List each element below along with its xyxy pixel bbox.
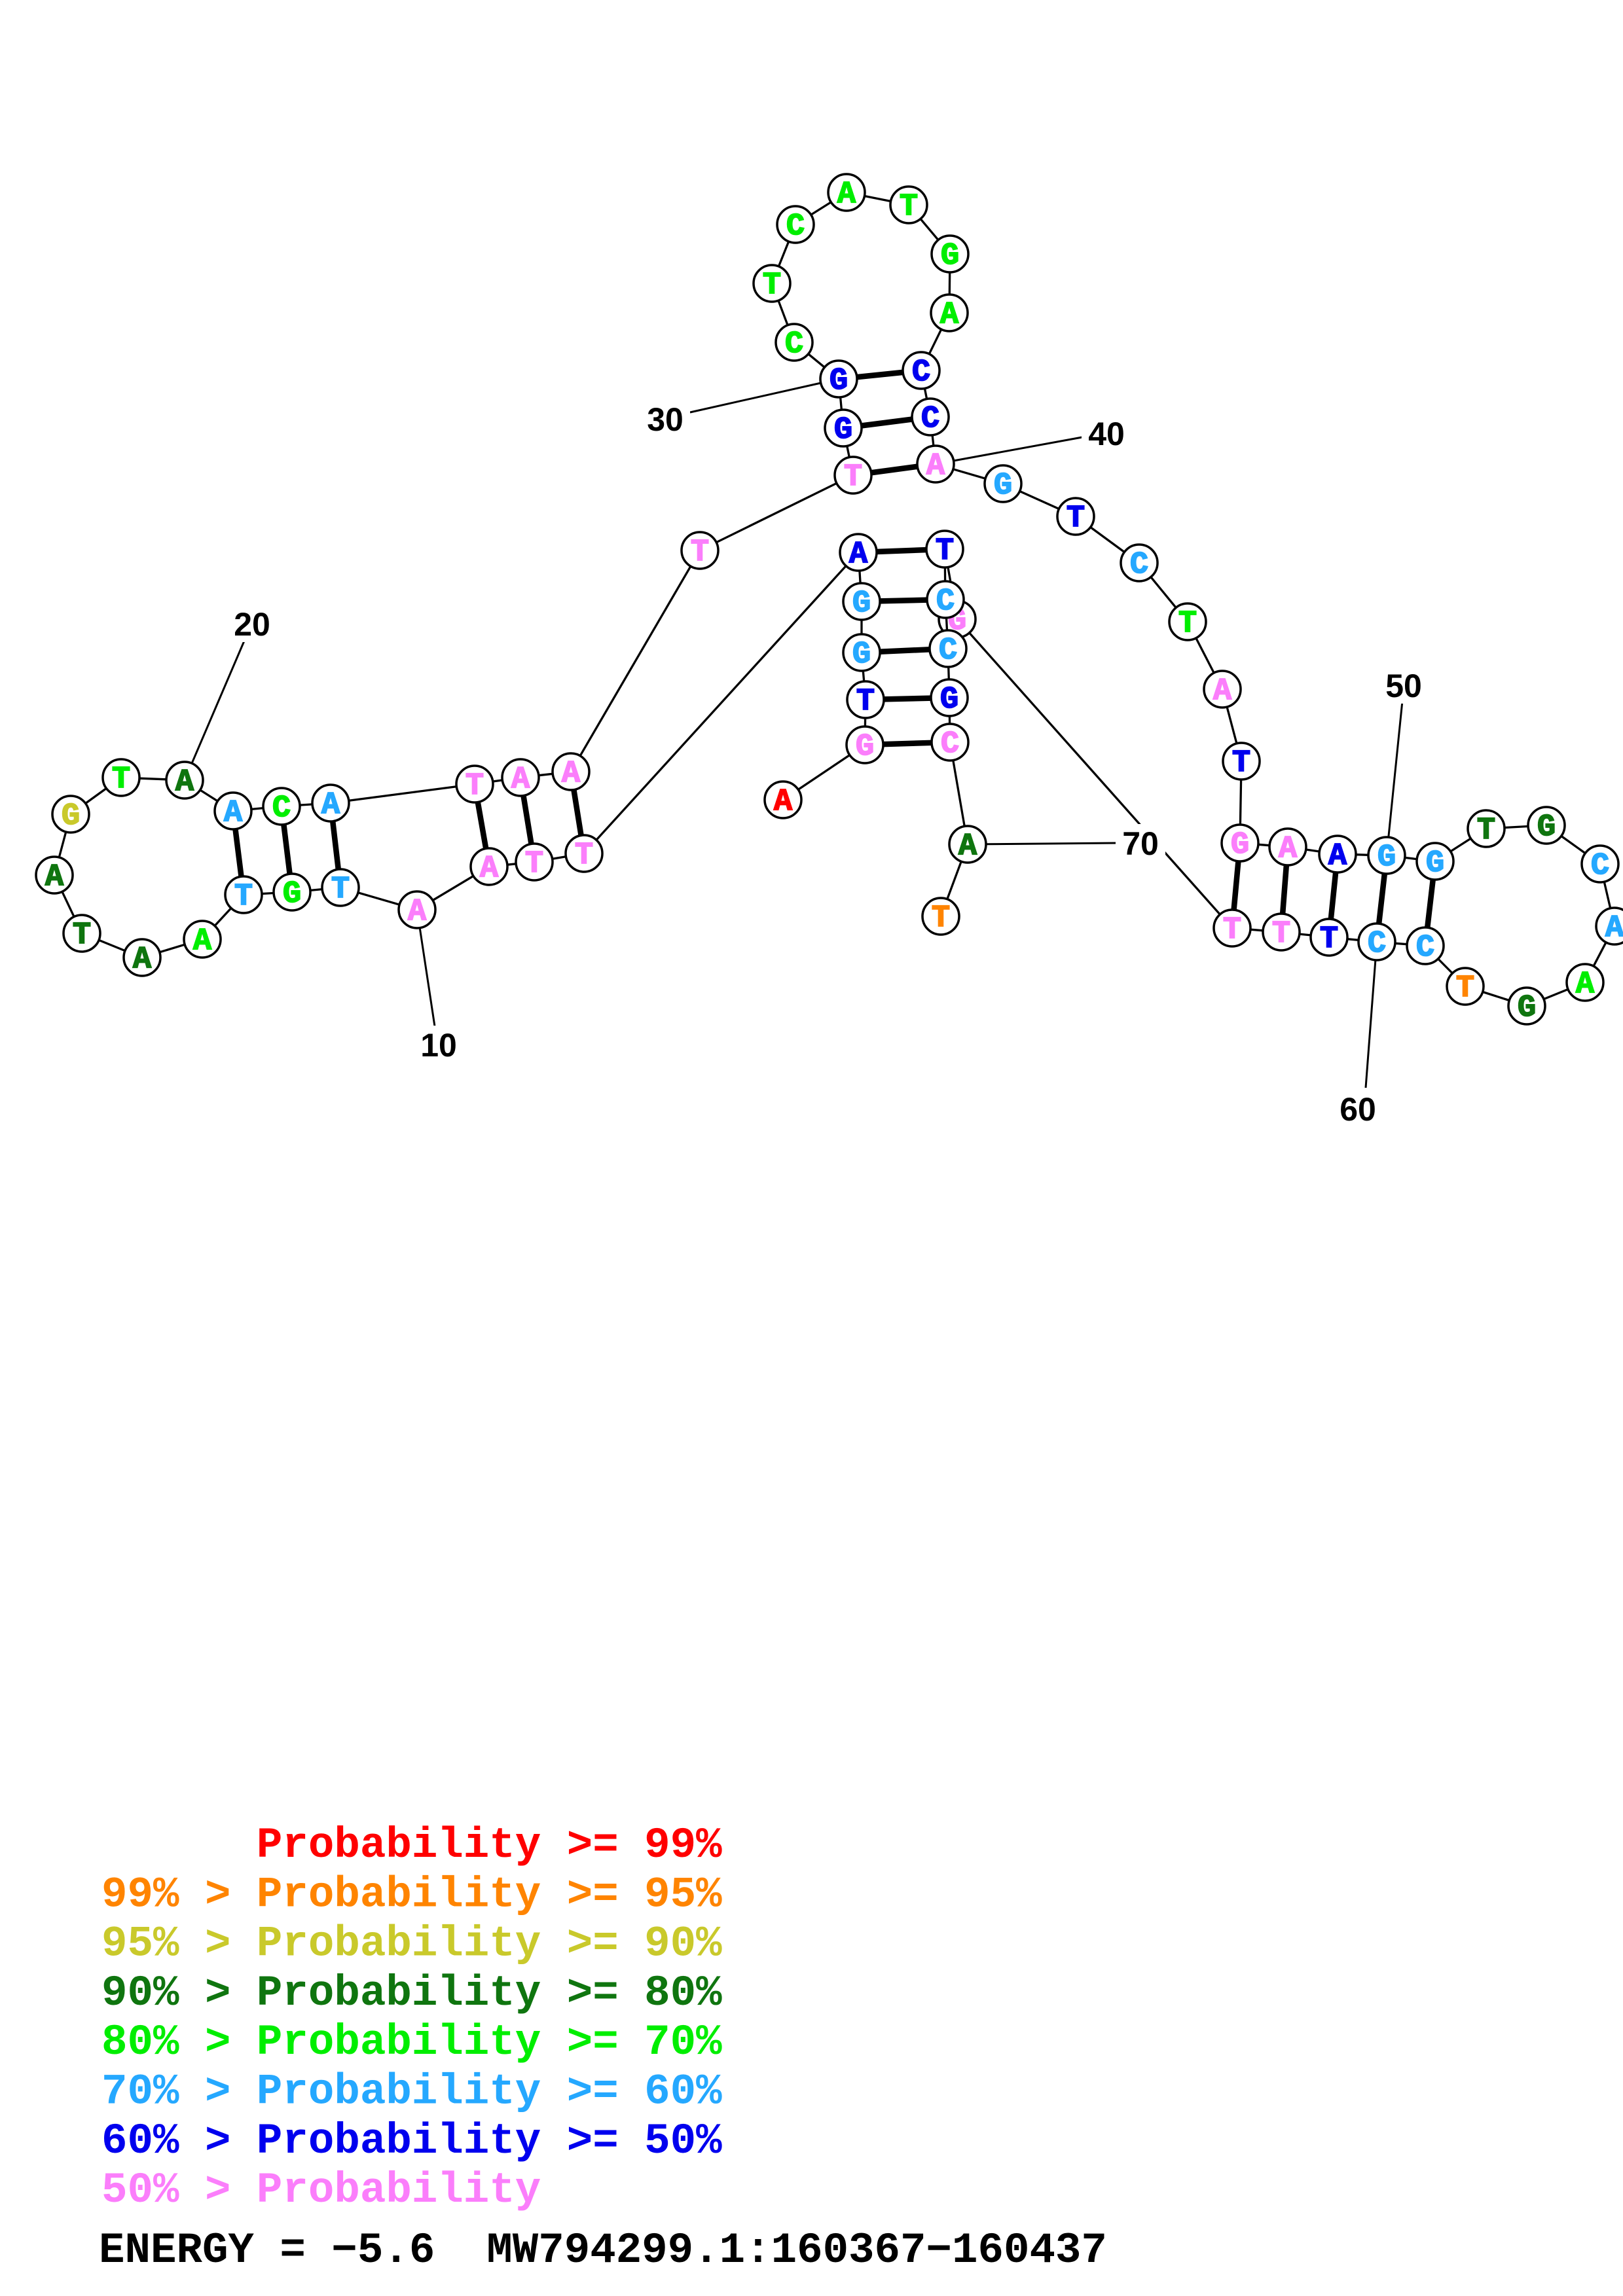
svg-text:T: T	[1320, 922, 1338, 957]
svg-text:A: A	[175, 765, 194, 800]
svg-text:C: C	[912, 355, 930, 390]
svg-text:A: A	[837, 177, 856, 212]
svg-text:G: G	[1231, 828, 1249, 863]
svg-text:G: G	[1537, 810, 1556, 845]
svg-text:T: T	[525, 847, 543, 882]
svg-text:C: C	[786, 209, 805, 244]
svg-text:A: A	[45, 860, 64, 895]
svg-text:20: 20	[234, 606, 270, 643]
svg-text:T: T	[900, 190, 918, 224]
svg-text:C: C	[272, 791, 291, 826]
svg-text:G: G	[62, 799, 80, 834]
svg-text:G: G	[941, 239, 959, 274]
svg-text:T: T	[763, 268, 781, 303]
svg-text:C: C	[1416, 931, 1434, 965]
svg-text:A: A	[408, 895, 427, 929]
svg-text:A: A	[224, 796, 243, 831]
svg-text:A: A	[562, 757, 581, 791]
svg-text:A: A	[321, 788, 340, 823]
svg-text:A: A	[958, 829, 977, 864]
svg-text:G: G	[1426, 846, 1444, 881]
svg-text:80% > Probability >= 70%: 80% > Probability >= 70%	[101, 2018, 722, 2067]
svg-text:G: G	[852, 637, 871, 672]
svg-text:T: T	[856, 685, 875, 719]
svg-text:T: T	[234, 880, 253, 914]
svg-text:G: G	[834, 413, 852, 448]
svg-text:G: G	[994, 469, 1012, 503]
svg-text:T: T	[844, 460, 862, 495]
svg-text:A: A	[940, 298, 959, 332]
svg-text:G: G	[852, 586, 871, 621]
svg-text:40: 40	[1088, 416, 1125, 452]
svg-text:Probability >= 99%: Probability >= 99%	[101, 1821, 722, 1870]
svg-text:99% > Probability >= 95%: 99% > Probability >= 95%	[101, 1870, 722, 1919]
svg-text:95% > Probability >= 90%: 95% > Probability >= 90%	[101, 1920, 722, 1969]
svg-text:T: T	[465, 769, 484, 804]
svg-text:T: T	[1067, 501, 1085, 536]
svg-text:70: 70	[1122, 825, 1159, 862]
svg-text:C: C	[1368, 927, 1386, 961]
svg-text:T: T	[331, 872, 350, 907]
svg-text:G: G	[830, 364, 848, 399]
svg-text:A: A	[1213, 674, 1232, 709]
svg-text:70% > Probability >= 60%: 70% > Probability >= 60%	[101, 2068, 722, 2117]
svg-text:T: T	[1272, 917, 1290, 952]
svg-text:C: C	[1130, 548, 1148, 583]
svg-text:A: A	[1328, 839, 1347, 874]
svg-text:A: A	[1576, 967, 1595, 1002]
svg-text:A: A	[774, 785, 793, 819]
svg-text:A: A	[511, 762, 530, 797]
svg-text:ENERGY = −5.6 MW794299.1:1603: ENERGY = −5.6 MW794299.1:160367−160437	[99, 2226, 1107, 2275]
svg-text:G: G	[1518, 991, 1536, 1026]
svg-text:T: T	[1456, 971, 1474, 1006]
svg-text:60% > Probability >= 50%: 60% > Probability >= 50%	[101, 2117, 722, 2166]
svg-text:G: G	[1377, 840, 1396, 875]
svg-text:50% > Probability: 50% > Probability	[101, 2166, 541, 2215]
svg-text:A: A	[1605, 911, 1623, 946]
svg-text:T: T	[936, 534, 954, 569]
svg-text:A: A	[480, 852, 499, 886]
svg-text:C: C	[939, 634, 957, 668]
svg-text:G: G	[940, 683, 958, 717]
svg-text:C: C	[936, 584, 955, 619]
svg-text:T: T	[691, 535, 709, 570]
svg-text:G: G	[283, 877, 301, 912]
svg-text:C: C	[785, 327, 803, 362]
svg-text:A: A	[926, 449, 945, 484]
svg-text:30: 30	[647, 401, 684, 438]
svg-text:T: T	[1223, 913, 1241, 948]
svg-text:90% > Probability >= 80%: 90% > Probability >= 80%	[101, 1969, 722, 2018]
svg-text:T: T	[932, 901, 950, 936]
svg-text:60: 60	[1340, 1091, 1376, 1128]
svg-text:T: T	[112, 762, 130, 797]
svg-text:A: A	[193, 924, 212, 959]
svg-text:T: T	[73, 918, 91, 953]
svg-text:T: T	[1232, 746, 1250, 781]
svg-text:50: 50	[1385, 668, 1422, 704]
svg-text:T: T	[575, 838, 593, 873]
svg-text:A: A	[1279, 832, 1298, 867]
svg-text:C: C	[1591, 849, 1609, 884]
svg-text:10: 10	[420, 1027, 457, 1064]
svg-text:A: A	[133, 942, 152, 977]
svg-text:G: G	[856, 730, 874, 764]
svg-text:C: C	[941, 727, 959, 762]
svg-text:C: C	[921, 402, 939, 437]
svg-text:A: A	[849, 537, 868, 572]
svg-text:T: T	[1178, 607, 1197, 641]
svg-text:T: T	[1477, 814, 1495, 848]
